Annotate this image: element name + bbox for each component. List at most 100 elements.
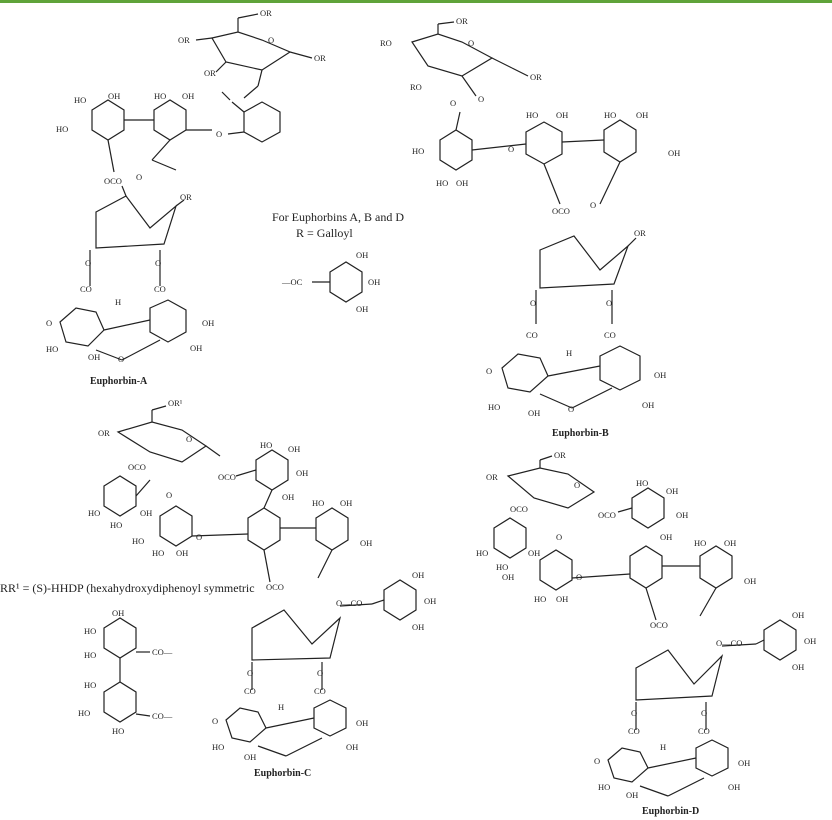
label-or-b3: OR xyxy=(634,228,646,238)
label-o-c4: O xyxy=(247,668,253,678)
label-oh-d10: OH xyxy=(804,636,816,646)
label-oh-d11: OH xyxy=(792,662,804,672)
label-co-d2: CO xyxy=(698,726,710,736)
label-o-b8: O xyxy=(486,366,492,376)
label-ho-c7: HO xyxy=(212,742,224,752)
label-o-b3: O xyxy=(450,98,456,108)
label-h-b: H xyxy=(566,348,572,358)
label-oh-c11: OH xyxy=(356,718,368,728)
label-oh-c10: OH xyxy=(412,622,424,632)
label-co-hhdp1: CO— xyxy=(152,647,173,657)
structure-euphorbin-d: OR OR O OCO OCO HO OH OH OH HO HO OH O O… xyxy=(476,450,816,817)
label-oh-c6: OH xyxy=(340,498,352,508)
structure-euphorbin-c: OR¹ OR O OCO OCO HO OH OH OH HO HO OH O … xyxy=(0,398,436,779)
label-o-d2: O xyxy=(556,532,562,542)
label-ho-b5: HO xyxy=(488,402,500,412)
label-o-b4: O xyxy=(508,144,514,154)
label-oh-d8: OH xyxy=(744,576,756,586)
label-o-b6: O xyxy=(530,298,536,308)
label-oh-d1: OH xyxy=(666,486,678,496)
label-o-a6: O xyxy=(46,318,52,328)
label-oco-b: OCO xyxy=(552,206,570,216)
label-oco-c1: OCO xyxy=(128,462,146,472)
label-oh-d14: OH xyxy=(626,790,638,800)
label-or-a4: OR xyxy=(204,68,216,78)
label-o-a3: O xyxy=(136,172,142,182)
label-o-c3: O xyxy=(196,532,202,542)
label-o-c1: O xyxy=(186,434,192,444)
label-or-a3: OR xyxy=(314,53,326,63)
label-co-a2: CO xyxy=(154,284,166,294)
name-euphorbin-c: Euphorbin-C xyxy=(254,768,311,779)
label-oh-c13: OH xyxy=(244,752,256,762)
label-ho-a4: HO xyxy=(46,344,58,354)
label-ho-c2: HO xyxy=(88,508,100,518)
label-ho-c1: HO xyxy=(260,440,272,450)
label-or-a2: OR xyxy=(178,35,190,45)
note-line-2: R = Galloyl xyxy=(296,226,353,240)
label-oh-c9: OH xyxy=(424,596,436,606)
label-ho-d1: HO xyxy=(636,478,648,488)
label-oco-d1: OCO xyxy=(510,504,528,514)
label-oh-n2: OH xyxy=(368,277,380,287)
label-o-b9: O xyxy=(568,404,574,414)
label-oh-d7: OH xyxy=(724,538,736,548)
hhdp-note: RR¹ = (S)-HHDP (hexahydroxydiphenoyl sym… xyxy=(0,581,255,595)
label-oh-c4: OH xyxy=(140,508,152,518)
label-o-b5: O xyxy=(590,200,596,210)
label-o-b7: O xyxy=(606,298,612,308)
label-oh-a5: OH xyxy=(88,352,100,362)
label-oh-d13: OH xyxy=(728,782,740,792)
label-o-a5: O xyxy=(155,258,161,268)
label-oh-d3: OH xyxy=(660,532,672,542)
label-o-d5: O xyxy=(701,708,707,718)
label-ho-h3: HO xyxy=(84,680,96,690)
label-o-a4: O xyxy=(85,258,91,268)
label-oco-d3: OCO xyxy=(650,620,668,630)
label-co-c1: CO xyxy=(244,686,256,696)
label-oh-b5: OH xyxy=(654,370,666,380)
label-oh-c8: OH xyxy=(412,570,424,580)
label-ho-b3: HO xyxy=(526,110,538,120)
name-euphorbin-a: Euphorbin-A xyxy=(90,376,148,387)
structure-euphorbin-a: OR OR OR OR O O HO OH HO HO OH OCO O OR … xyxy=(46,8,326,387)
label-oh-c7: OH xyxy=(360,538,372,548)
label-oh-b6: OH xyxy=(642,400,654,410)
label-o-b2: O xyxy=(478,94,484,104)
label-or-a1: OR xyxy=(260,8,272,18)
label-or-a5: OR xyxy=(180,192,192,202)
label-ho-d5: HO xyxy=(694,538,706,548)
label-oco-c2: OCO xyxy=(218,472,236,482)
label-h-d: H xyxy=(660,742,666,752)
label-oh-a3: OH xyxy=(202,318,214,328)
label-co-a1: CO xyxy=(80,284,92,294)
label-ho-d3: HO xyxy=(496,562,508,572)
label-oh-b3: OH xyxy=(636,110,648,120)
label-oh-c1: OH xyxy=(288,444,300,454)
label-oh-c12: OH xyxy=(346,742,358,752)
label-co-b2: CO xyxy=(604,330,616,340)
label-co-d1: CO xyxy=(628,726,640,736)
label-ho-d4: HO xyxy=(534,594,546,604)
label-or1-c: OR¹ xyxy=(168,398,183,408)
label-or-b1: OR xyxy=(456,16,468,26)
label-ho-b2: HO xyxy=(436,178,448,188)
label-o-c5: O xyxy=(317,668,323,678)
label-o-d3: O xyxy=(576,572,582,582)
label-oh-a4: OH xyxy=(190,343,202,353)
label-o-d6: O xyxy=(594,756,600,766)
label-oh-h1: OH xyxy=(112,608,124,618)
label-oh-d9: OH xyxy=(792,610,804,620)
label-oh-a2: OH xyxy=(182,91,194,101)
label-oco-a: OCO xyxy=(104,176,122,186)
label-ho-c4: HO xyxy=(132,536,144,546)
label-ho-b1: HO xyxy=(412,146,424,156)
label-oh-c3: OH xyxy=(282,492,294,502)
label-co-hhdp2: CO— xyxy=(152,711,173,721)
label-oh-b4: OH xyxy=(668,148,680,158)
label-oh-a1: OH xyxy=(108,91,120,101)
name-euphorbin-d: Euphorbin-D xyxy=(642,806,699,817)
label-ho-c6: HO xyxy=(312,498,324,508)
label-oh-d5: OH xyxy=(502,572,514,582)
